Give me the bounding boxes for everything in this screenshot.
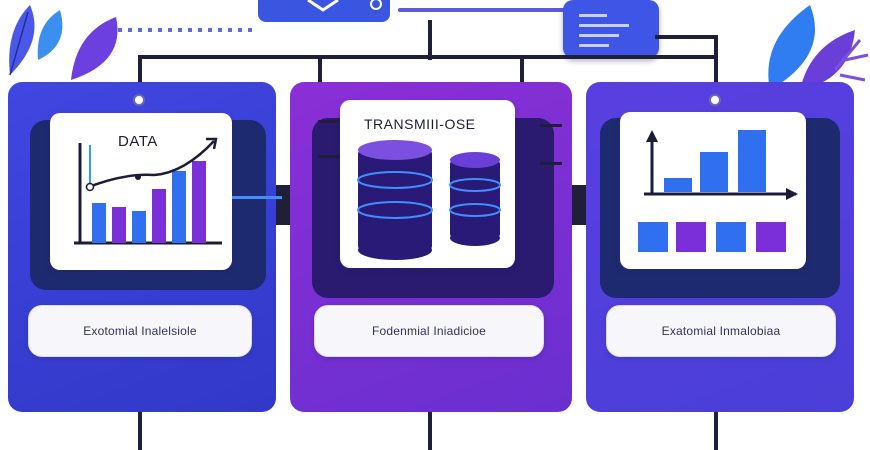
connector-line (714, 35, 718, 100)
top-center-widget (258, 0, 390, 22)
connector-line (138, 55, 142, 100)
panel-label-text: Fodenmial Iniadicioe (371, 324, 487, 338)
leaf-icon (740, 0, 870, 92)
panel-label: Exatomial Inmalobiaa (606, 305, 836, 357)
tick-marks (318, 155, 340, 158)
card-title: DATA (118, 133, 158, 150)
bar-chart-card (620, 112, 806, 269)
top-bar-line (398, 8, 578, 12)
chart-card: DATA (50, 113, 232, 270)
leaf-icon (0, 0, 70, 80)
tick-marks (318, 120, 340, 123)
settings-icon (370, 0, 382, 10)
top-left-dots (118, 28, 258, 32)
connector-line (520, 55, 524, 100)
panel-label-text: Exotomial Inalelsiole (83, 324, 197, 338)
panel-label: Exotomial Inalelsiole (28, 305, 252, 357)
leaf-icon (66, 12, 136, 82)
tick-marks (540, 162, 562, 165)
database-card: TRANSMIII-OSE (340, 100, 515, 268)
connector-line (655, 35, 715, 39)
cross-connector (572, 185, 586, 225)
card-title: TRANSMIII-OSE (364, 116, 476, 132)
cross-connector-line (232, 196, 282, 199)
tick-marks (540, 124, 562, 127)
panel-label-text: Exatomial Inmalobiaa (661, 324, 781, 338)
chevron-icon (306, 0, 340, 12)
cross-connector (276, 185, 290, 225)
connector-node (709, 94, 721, 106)
code-window-icon (563, 0, 659, 58)
database-icon (354, 140, 504, 260)
connector-node (133, 94, 145, 106)
line-chart-icon (64, 133, 226, 253)
connector-line (428, 20, 432, 60)
panel-label: Fodenmial Iniadicioe (314, 305, 544, 357)
connector-line (318, 55, 322, 100)
bar-chart-icon (630, 122, 800, 262)
